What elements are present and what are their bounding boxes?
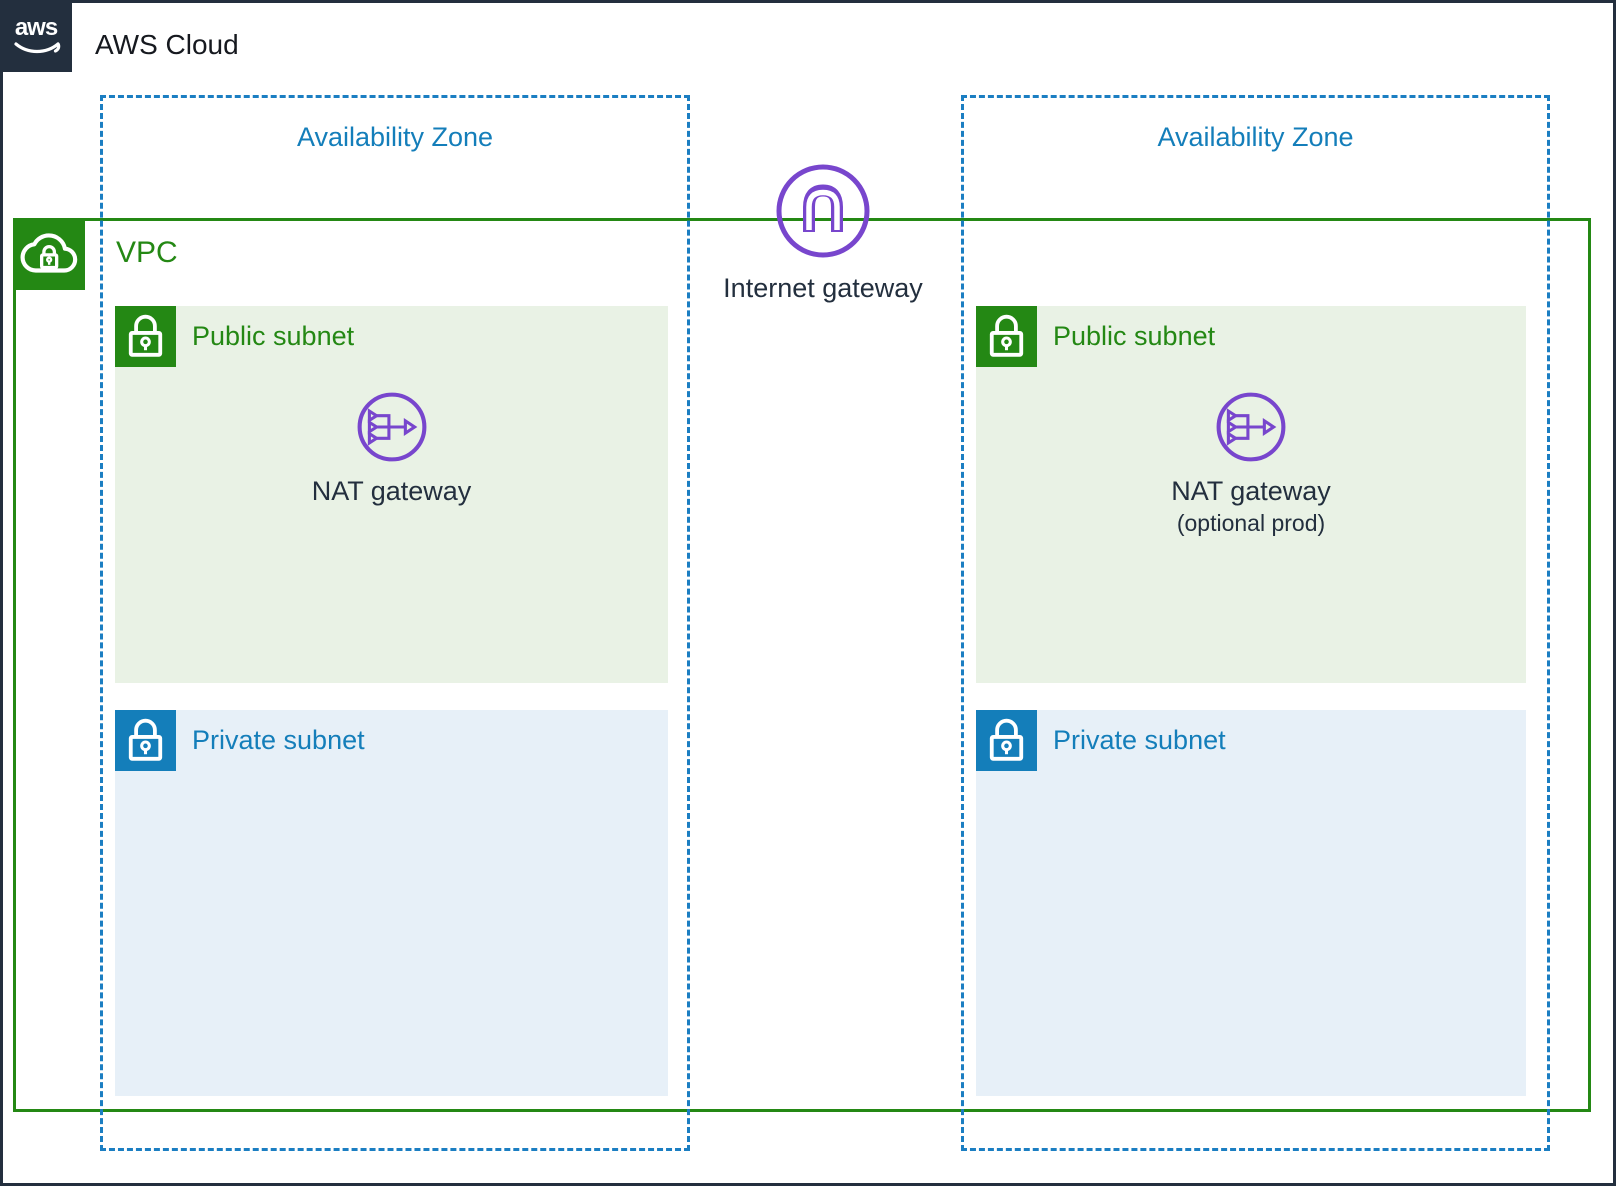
public-subnet-lock-icon — [115, 306, 176, 367]
vpc-label: VPC — [116, 236, 178, 269]
vpc-cloud-lock-icon — [13, 218, 85, 290]
nat-gateway-label: NAT gateway — [311, 476, 472, 506]
public-subnet-header: Public subnet — [115, 306, 354, 367]
internet-gateway-label: Internet gateway — [723, 273, 923, 303]
nat-gateway-icon — [357, 392, 426, 462]
availability-zone-label: Availability Zone — [296, 122, 494, 152]
availability-zone-label: Availability Zone — [1157, 122, 1354, 152]
private-subnet-1: Private subnet — [115, 710, 668, 1096]
availability-zone-1: Availability Zone — [100, 95, 690, 1151]
public-subnet-lock-icon — [976, 306, 1037, 367]
svg-text:aws: aws — [15, 14, 58, 41]
internet-gateway-icon — [776, 164, 870, 258]
public-subnet-header: Public subnet — [976, 306, 1215, 367]
private-subnet-2: Private subnet — [976, 710, 1526, 1096]
nat-gateway-2: NAT gateway (optional prod) — [976, 390, 1526, 537]
aws-smile-logo-icon: aws — [14, 14, 61, 54]
vpc-boundary — [13, 218, 1591, 1112]
diagram-title: AWS Cloud — [95, 29, 239, 60]
aws-logo: aws — [3, 3, 72, 72]
public-subnet-1: Public subnet NAT gateway — [115, 306, 668, 683]
nat-gateway-1: NAT gateway — [115, 390, 668, 507]
private-subnet-lock-icon — [115, 710, 176, 771]
availability-zone-2: Availability Zone — [961, 95, 1550, 1151]
private-subnet-header: Private subnet — [976, 710, 1226, 771]
nat-gateway-icon — [1216, 392, 1286, 462]
nat-gateway-label: NAT gateway — [1171, 476, 1331, 506]
nat-gateway-note: (optional prod) — [1176, 510, 1326, 536]
private-subnet-lock-icon — [976, 710, 1037, 771]
private-subnet-header: Private subnet — [115, 710, 365, 771]
public-subnet-label: Public subnet — [1053, 321, 1216, 351]
public-subnet-2: Public subnet NAT gateway (optional prod… — [976, 306, 1526, 683]
public-subnet-label: Public subnet — [192, 321, 355, 351]
private-subnet-label: Private subnet — [1053, 725, 1226, 755]
private-subnet-label: Private subnet — [192, 725, 365, 755]
